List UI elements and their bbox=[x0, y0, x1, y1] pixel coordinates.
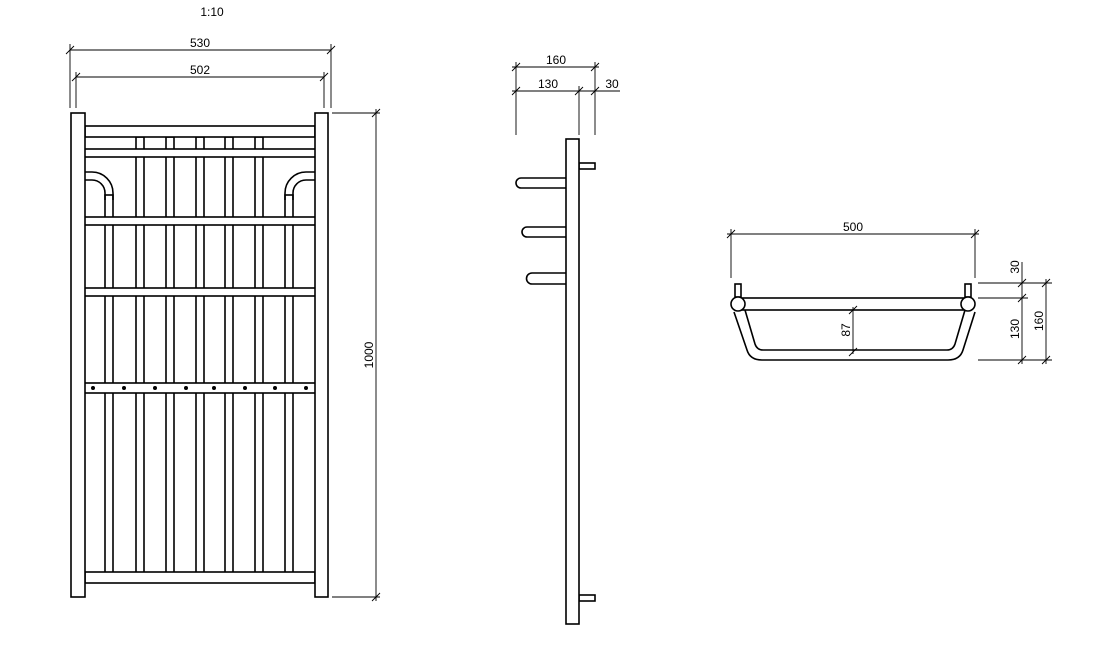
left-post bbox=[70, 112, 86, 598]
front-dim-502: 502 bbox=[71, 63, 329, 108]
dim-label: 87 bbox=[839, 323, 853, 337]
dim-label: 530 bbox=[190, 36, 210, 50]
joint bbox=[960, 296, 976, 312]
top-dim-87: 87 bbox=[839, 305, 858, 357]
side-dim-160: 160 bbox=[511, 53, 600, 135]
flat-bar bbox=[79, 216, 321, 226]
dim-label: 30 bbox=[1008, 260, 1022, 274]
joint bbox=[730, 296, 746, 312]
side-post bbox=[565, 138, 580, 625]
dim-label: 160 bbox=[1032, 311, 1046, 331]
vertical-bars bbox=[85, 136, 315, 576]
peg bbox=[734, 283, 742, 298]
wall-bracket bbox=[578, 162, 596, 170]
holes bbox=[91, 386, 308, 390]
dim-label: 30 bbox=[605, 77, 619, 91]
side-dim-130-30: 130 30 bbox=[511, 77, 620, 135]
hook bbox=[515, 177, 566, 189]
front-dim-1000: 1000 bbox=[332, 108, 381, 602]
dim-label: 1000 bbox=[362, 341, 376, 368]
dim-label: 502 bbox=[190, 63, 210, 77]
side-view: 160 130 30 bbox=[511, 53, 620, 625]
hook bbox=[521, 226, 566, 238]
front-view: 530 502 1000 bbox=[65, 36, 381, 602]
dim-label: 160 bbox=[546, 53, 566, 67]
dim-label: 130 bbox=[1008, 319, 1022, 339]
top-dim-500: 500 bbox=[726, 220, 980, 278]
peg bbox=[964, 283, 972, 298]
dim-label: 130 bbox=[538, 77, 558, 91]
flat-bar bbox=[79, 287, 321, 297]
bottom-tube bbox=[84, 571, 316, 584]
dim-label: 500 bbox=[843, 220, 863, 234]
flat-bar bbox=[79, 148, 321, 158]
tray-inner bbox=[744, 309, 966, 351]
top-dims-right: 30 130 160 bbox=[978, 260, 1052, 365]
scale-label: 1:10 bbox=[200, 5, 224, 19]
top-tube bbox=[84, 125, 316, 138]
wall-bracket bbox=[578, 594, 596, 602]
right-post bbox=[314, 112, 329, 598]
flat-bar-holes bbox=[79, 382, 321, 394]
top-view: 500 87 30 130 160 bbox=[726, 220, 1052, 365]
hook bbox=[525, 272, 566, 285]
front-dim-530: 530 bbox=[65, 36, 336, 108]
tray-outer bbox=[733, 311, 976, 361]
